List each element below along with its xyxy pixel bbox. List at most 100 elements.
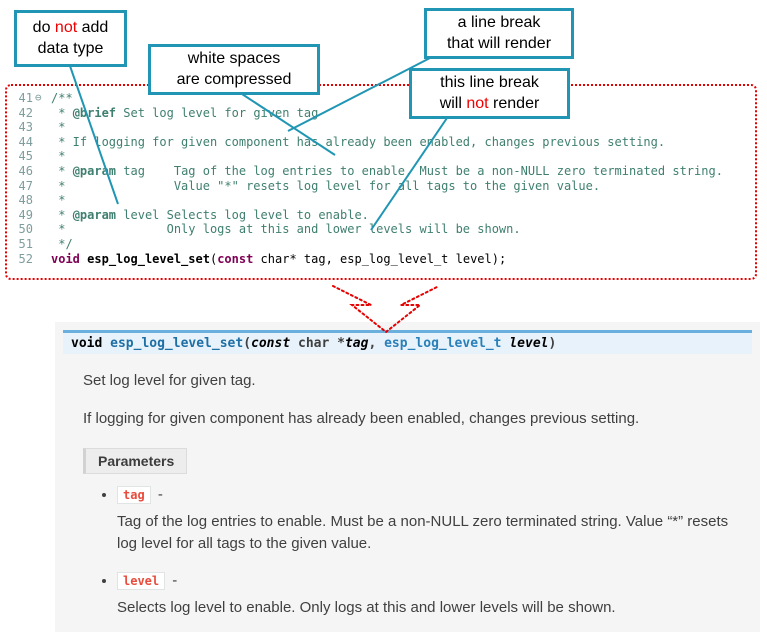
signature-segment: , [368, 336, 385, 351]
callout-text-red: not [54, 18, 78, 36]
code-line: 46 * @param tag Tag of the log entries t… [7, 164, 755, 179]
callout-whitespace: white spaces are compressed [148, 44, 320, 95]
callout-no-datatype: do not add data type [14, 10, 127, 67]
code-line: 49 * @param level Selects log level to e… [7, 208, 755, 223]
code-segment: @param [72, 207, 117, 222]
function-signature: void esp_log_level_set(const char *tag, … [63, 330, 752, 354]
signature-segment: level [509, 336, 549, 351]
callout-text: are compressed [176, 70, 292, 88]
callout-text: render [488, 94, 540, 112]
callout-break-norender: this line break will not render [409, 68, 570, 119]
callout-break-render: a line break that will render [424, 8, 574, 59]
code-line: 45 * [7, 149, 755, 164]
params-list: tag - Tag of the log entries to enable. M… [83, 485, 734, 620]
callout-text: a line break [457, 13, 541, 31]
code-text: * [51, 120, 65, 135]
code-segment: * Value "*" resets log level for all tag… [51, 178, 601, 193]
line-number: 45 [18, 149, 33, 164]
code-line: 42 * @brief Set log level for given tag [7, 106, 755, 121]
callout-text: data type [37, 39, 104, 57]
code-line: 52 void esp_log_level_set(const char* tag… [7, 252, 755, 267]
code-line: 41⊖ /** [7, 91, 755, 106]
param-item: level - Selects log level to enable. Only… [117, 571, 734, 620]
detailed-description: If logging for given component has alrea… [83, 409, 640, 427]
line-number: 48 [18, 193, 33, 208]
code-segment: * [51, 207, 73, 222]
line-number: 52 [18, 251, 33, 266]
line-number: 51 [18, 236, 33, 251]
callout-text: do [32, 18, 55, 36]
docs-body: Set log level for given tag. If logging … [55, 370, 760, 619]
code-segment: * [51, 105, 73, 120]
parameters-heading: Parameters [83, 447, 188, 474]
fold-spacer [33, 135, 51, 150]
code-line: 47 * Value "*" resets log level for all … [7, 179, 755, 194]
param-name: tag [117, 485, 151, 504]
param-description: Tag of the log entries to enable. Must b… [117, 512, 729, 553]
code-text: * [51, 193, 65, 208]
fold-collapse-icon[interactable]: ⊖ [35, 91, 42, 104]
callout-text: that will render [446, 34, 552, 52]
code-line: 44 * If logging for given component has … [7, 135, 755, 150]
line-number: 49 [18, 207, 33, 222]
code-segment: @brief [72, 105, 117, 120]
callout-text: this line break [440, 73, 539, 91]
signature-segment: tag [344, 336, 369, 351]
type-link[interactable]: esp_log_level_t [384, 336, 502, 351]
signature-segment: esp_log_level_set [110, 336, 244, 351]
code-segment: const [217, 251, 254, 266]
line-number: 41 [18, 91, 33, 105]
code-segment: /** [51, 91, 73, 105]
fold-spacer [33, 208, 51, 223]
line-number: 46 [18, 163, 33, 178]
code-segment: * [51, 163, 73, 178]
code-segment: esp_log_level_set [87, 251, 210, 266]
fold-spacer [33, 106, 51, 121]
code-text: * Value "*" resets log level for all tag… [51, 179, 600, 194]
code-segment: */ [51, 236, 73, 251]
callout-text: will [439, 94, 467, 112]
code-line: 43 * [7, 120, 755, 135]
code-line: 51 */ [7, 237, 755, 252]
param-item: tag - Tag of the log entries to enable. M… [117, 485, 734, 556]
signature-segment: ) [548, 336, 557, 351]
callout-text: add [77, 18, 109, 36]
code-editor[interactable]: 41⊖/**42 * @brief Set log level for give… [5, 84, 757, 280]
fold-spacer [33, 120, 51, 135]
param-name: level [117, 571, 166, 590]
param-head: level - [117, 571, 734, 590]
code-segment: void [51, 251, 80, 266]
rendered-docs-panel: void esp_log_level_set(const char *tag, … [55, 322, 760, 632]
fold-spacer [33, 237, 51, 252]
signature-segment: void [71, 336, 103, 351]
code-line: 50 * Only logs at this and lower levels … [7, 222, 755, 237]
signature-segment [102, 336, 110, 351]
code-segment: Set log level for given tag [116, 105, 319, 120]
callout-text: do not add [33, 18, 109, 39]
code-text: */ [51, 236, 73, 252]
code-segment: ( [209, 251, 218, 266]
code-segment: * Only logs at this and lower levels wil… [51, 222, 521, 237]
signature-segment: char * [290, 336, 345, 351]
code-text: /** [51, 91, 73, 106]
fold-spacer [33, 149, 51, 164]
line-number: 42 [18, 105, 33, 120]
param-dash: - [153, 485, 163, 503]
code-segment: * If logging for given component has alr… [51, 134, 666, 149]
code-segment: * [51, 193, 66, 208]
signature-segment: ( [243, 336, 252, 351]
callout-text: will not render [440, 94, 540, 115]
code-segment: char* tag, esp_log_level_t level); [253, 251, 507, 266]
fold-spacer [33, 252, 51, 267]
code-text: * Only logs at this and lower levels wil… [51, 222, 521, 237]
param-head: tag - [117, 485, 734, 504]
param-dash: - [168, 571, 178, 589]
code-segment: * [51, 120, 66, 135]
fold-spacer [33, 193, 51, 208]
param-description: Selects log level to enable. Only logs a… [117, 598, 616, 616]
code-text: * @param level Selects log level to enab… [51, 208, 369, 223]
line-number: 47 [18, 178, 33, 193]
brief-description: Set log level for given tag. [83, 372, 256, 389]
signature-segment: const [251, 336, 291, 351]
code-text: * If logging for given component has alr… [51, 135, 665, 150]
